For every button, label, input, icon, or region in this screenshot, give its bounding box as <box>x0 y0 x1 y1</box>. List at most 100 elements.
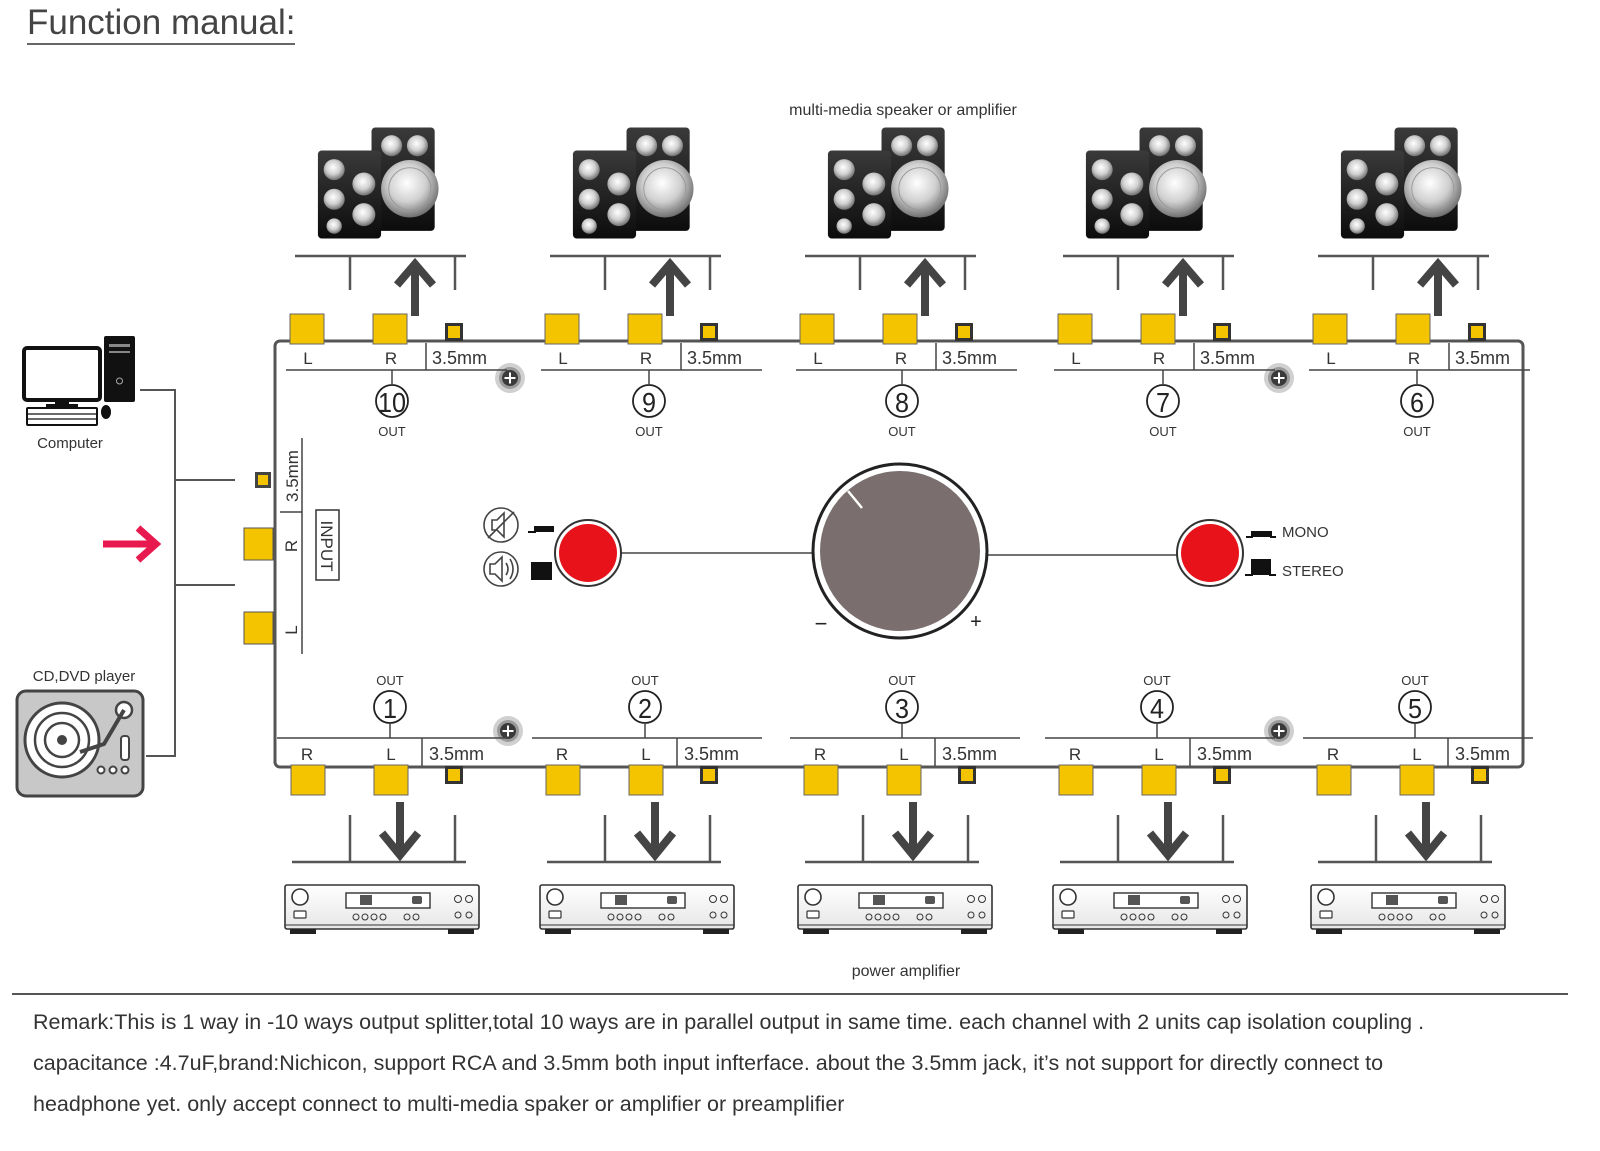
output-number: 8 <box>895 387 909 418</box>
speaker-icon <box>1085 126 1208 240</box>
rca-jack-l <box>544 313 580 345</box>
computer-icon <box>22 336 135 426</box>
output-arrow-icon <box>648 257 692 316</box>
channel-left-label: R <box>1327 745 1339 764</box>
jack-35mm-label: 3.5mm <box>687 348 742 368</box>
rca-jack-r <box>803 764 839 796</box>
output-number-badge <box>632 384 666 418</box>
volume-knob[interactable] <box>811 462 989 640</box>
remark-line: Remark:This is 1 way in -10 ways output … <box>33 1010 1425 1034</box>
rca-jack-r <box>882 313 918 345</box>
output-arrow-icon <box>633 802 677 862</box>
output-arrow-icon <box>1146 802 1190 862</box>
output-number: 1 <box>383 693 397 724</box>
channel-left-label: L <box>1326 349 1335 368</box>
power-amplifier-icon <box>284 884 480 935</box>
jack-35mm-label: 3.5mm <box>1197 744 1252 764</box>
screw-icon <box>1264 363 1294 393</box>
out-label: OUT <box>635 424 663 439</box>
mono-label: MONO <box>1282 524 1329 541</box>
rca-jack-l <box>1399 764 1435 796</box>
speaker-icon <box>572 126 695 240</box>
stereo-switch-icon <box>1245 559 1276 576</box>
output-number: 9 <box>642 387 656 418</box>
output-arrow-icon <box>1161 257 1205 316</box>
screw-icon <box>1264 716 1294 746</box>
jack-35mm-label: 3.5mm <box>1455 348 1510 368</box>
knob-minus-label: − <box>815 611 828 636</box>
input-label-block: 3.5mm R L INPUT <box>280 438 340 654</box>
input-rca-r <box>243 527 274 561</box>
rca-jack-r <box>290 764 326 796</box>
output-number-badge <box>1146 384 1180 418</box>
channel-right-label: L <box>1412 745 1421 764</box>
rca-jack-l <box>886 764 922 796</box>
channel-right-label: R <box>640 349 652 368</box>
jack-35mm-label: 3.5mm <box>1455 744 1510 764</box>
rca-jack-l <box>799 313 835 345</box>
rca-jack-l <box>1057 313 1093 345</box>
channel-right-label: L <box>899 745 908 764</box>
remark-text: Remark:This is 1 way in -10 ways output … <box>33 1002 1578 1125</box>
output-number-badge <box>885 384 919 418</box>
output-arrow-icon <box>1404 802 1448 862</box>
channel-right-label: R <box>1408 349 1420 368</box>
channel-right-label: L <box>386 745 395 764</box>
input-rca-l <box>243 611 274 645</box>
output-arrow-icon <box>891 802 935 862</box>
jack-35mm-label: 3.5mm <box>942 348 997 368</box>
input-arrow-icon <box>103 525 162 563</box>
mute-button[interactable] <box>559 524 617 582</box>
output-number: 4 <box>1150 693 1164 724</box>
out-label: OUT <box>888 673 916 688</box>
out-label: OUT <box>1143 673 1171 688</box>
channel-left-label: R <box>814 745 826 764</box>
page-title: Function manual: <box>27 4 296 45</box>
mute-speaker-icon <box>483 507 519 543</box>
output-arrow-icon <box>903 257 947 316</box>
output-arrow-icon <box>1416 257 1460 316</box>
cd-label: CD,DVD player <box>33 668 136 685</box>
output-number: 5 <box>1408 693 1422 724</box>
channel-left-label: L <box>813 349 822 368</box>
channel-left-label: L <box>303 349 312 368</box>
switch-down-icon <box>531 562 552 580</box>
rca-jack-r <box>1140 313 1176 345</box>
speaker-icon <box>317 126 440 240</box>
out-label: OUT <box>631 673 659 688</box>
rca-jack-l <box>1312 313 1348 345</box>
screw-icon <box>495 363 525 393</box>
output-number: 6 <box>1410 387 1424 418</box>
knob-plus-label: + <box>970 611 982 633</box>
power-amplifier-icon <box>797 884 993 935</box>
jack-35mm-label: 3.5mm <box>432 348 487 368</box>
out-label: OUT <box>888 424 916 439</box>
rca-jack-l <box>1141 764 1177 796</box>
input-label: INPUT <box>317 521 336 572</box>
top-caption: multi-media speaker or amplifier <box>789 102 1017 119</box>
mono-stereo-button[interactable] <box>1181 524 1239 582</box>
out-label: OUT <box>1401 673 1429 688</box>
out-label: OUT <box>378 424 406 439</box>
rca-jack-r <box>1058 764 1094 796</box>
bottom-caption: power amplifier <box>852 963 961 980</box>
channel-right-label: R <box>895 349 907 368</box>
channel-right-label: R <box>385 349 397 368</box>
mono-switch-icon <box>1246 531 1276 538</box>
rca-jack-r <box>1316 764 1352 796</box>
power-amplifier-icon <box>539 884 735 935</box>
rca-jack-r <box>1395 313 1431 345</box>
source-wiring <box>140 389 235 757</box>
output-number-badge <box>1400 384 1434 418</box>
jack-35mm-label: 3.5mm <box>684 744 739 764</box>
remark-line: headphone yet. only accept connect to mu… <box>33 1092 845 1116</box>
rca-jack-r <box>545 764 581 796</box>
stereo-label: STEREO <box>1282 563 1344 580</box>
